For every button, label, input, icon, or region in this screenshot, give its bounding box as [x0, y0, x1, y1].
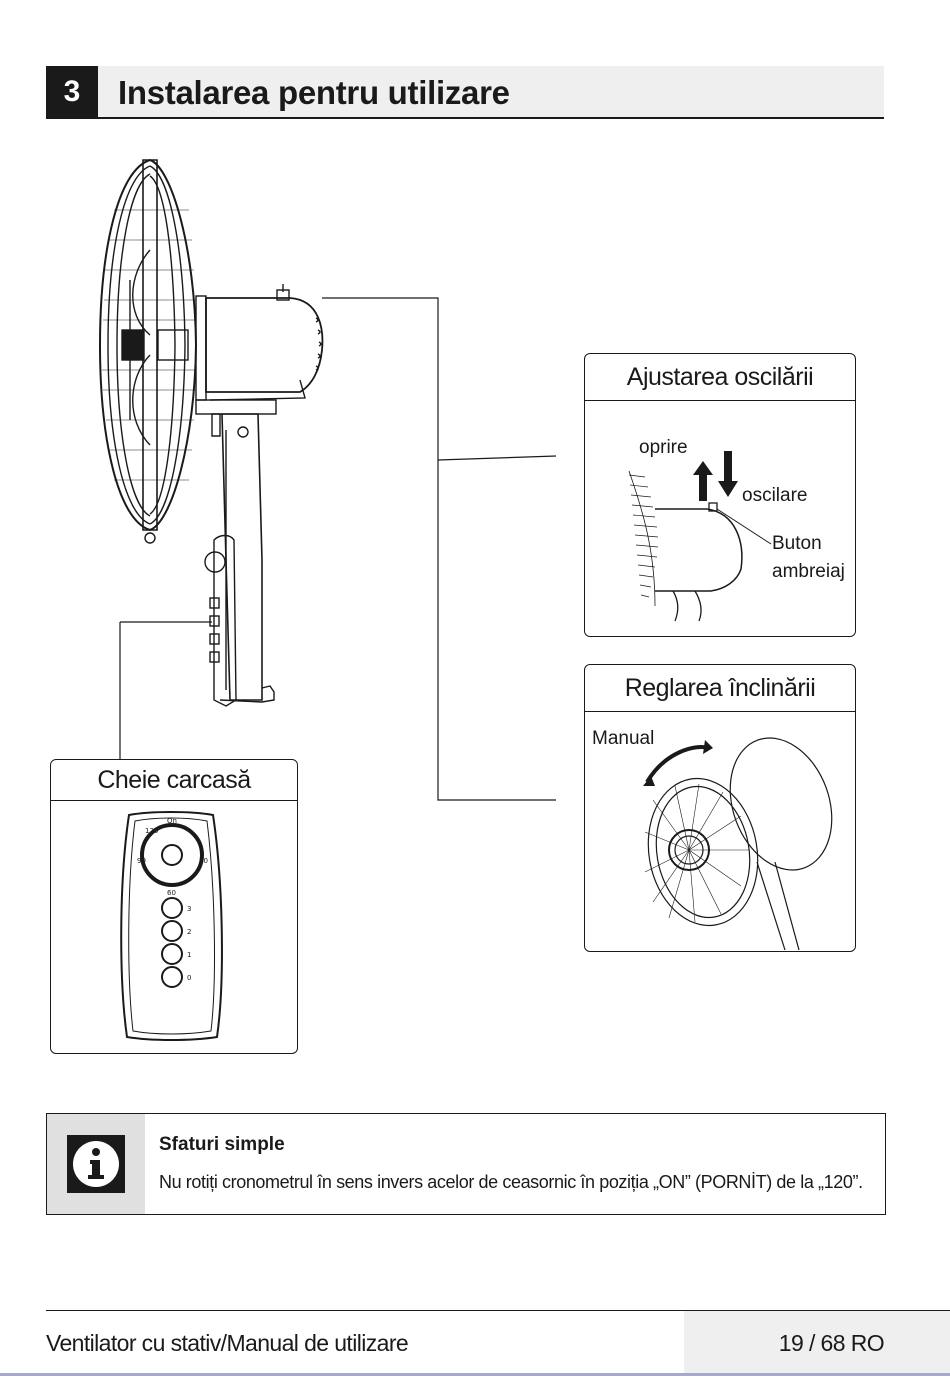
footer-page-band	[684, 1311, 950, 1373]
control-panel-illustration: On 120 90 60 30 3 2 1 0	[120, 811, 223, 1041]
fan-grill-side	[98, 159, 198, 544]
speed-label-2: 2	[187, 928, 191, 936]
tip-icon-panel	[47, 1114, 145, 1214]
footer-manual-title: Ventilator cu stativ/Manual de utilizare	[46, 1330, 409, 1356]
footer-page-number: 19 / 68 RO	[778, 1330, 885, 1356]
tilt-label-manual: Manual	[592, 728, 655, 749]
speed-label-3: 3	[187, 905, 191, 913]
section-header-band	[46, 66, 884, 118]
fan-diagram	[98, 159, 557, 801]
footer-bottom-line	[0, 1373, 950, 1376]
section-number: 3	[46, 66, 98, 118]
oscillation-illustration	[628, 451, 772, 622]
section-title: Instalarea pentru utilizare	[118, 74, 510, 111]
speed-label-0: 0	[187, 974, 191, 982]
oscillation-label-button-2: ambreiaj	[772, 561, 845, 582]
oscillation-box-title: Ajustarea oscilării	[585, 354, 855, 401]
dial-label-30: 30	[199, 857, 208, 865]
oscillation-label-button-1: Buton	[772, 533, 822, 554]
motor-housing	[195, 284, 324, 401]
dial-label-60: 60	[167, 889, 176, 897]
tip-heading: Sfaturi simple	[159, 1134, 285, 1155]
oscillation-label-oscillate: oscilare	[742, 485, 808, 506]
tip-box: Sfaturi simple Nu rotiți cronometrul în …	[46, 1113, 886, 1215]
arrow-down-icon	[718, 451, 738, 497]
dial-label-120: 120	[145, 827, 158, 835]
oscillation-label-stop: oprire	[639, 437, 688, 458]
arrow-up-icon	[693, 461, 713, 501]
footer-rule	[46, 1310, 950, 1311]
oscillation-box: Ajustarea oscilării oprire oscilare Buto…	[584, 353, 856, 637]
info-icon	[67, 1135, 125, 1193]
header-rule	[46, 117, 884, 119]
fan-pole	[195, 399, 277, 707]
control-panel-box-title: Cheie carcasă	[51, 760, 297, 801]
tilt-box-title: Reglarea înclinării	[585, 665, 855, 712]
tip-text: Nu rotiți cronometrul în sens invers ace…	[159, 1172, 863, 1192]
tilt-box: Reglarea înclinării Manual	[584, 664, 856, 952]
rotate-arrow-icon	[645, 745, 710, 784]
control-panel-box: Cheie carcasă On 120 90 60 30 3 2 1 0	[50, 759, 298, 1054]
dial-label-on: On	[167, 817, 177, 825]
callout-leader-lines	[119, 297, 557, 801]
speed-label-1: 1	[187, 951, 191, 959]
dial-label-90: 90	[137, 857, 146, 865]
tilt-illustration	[643, 737, 833, 950]
